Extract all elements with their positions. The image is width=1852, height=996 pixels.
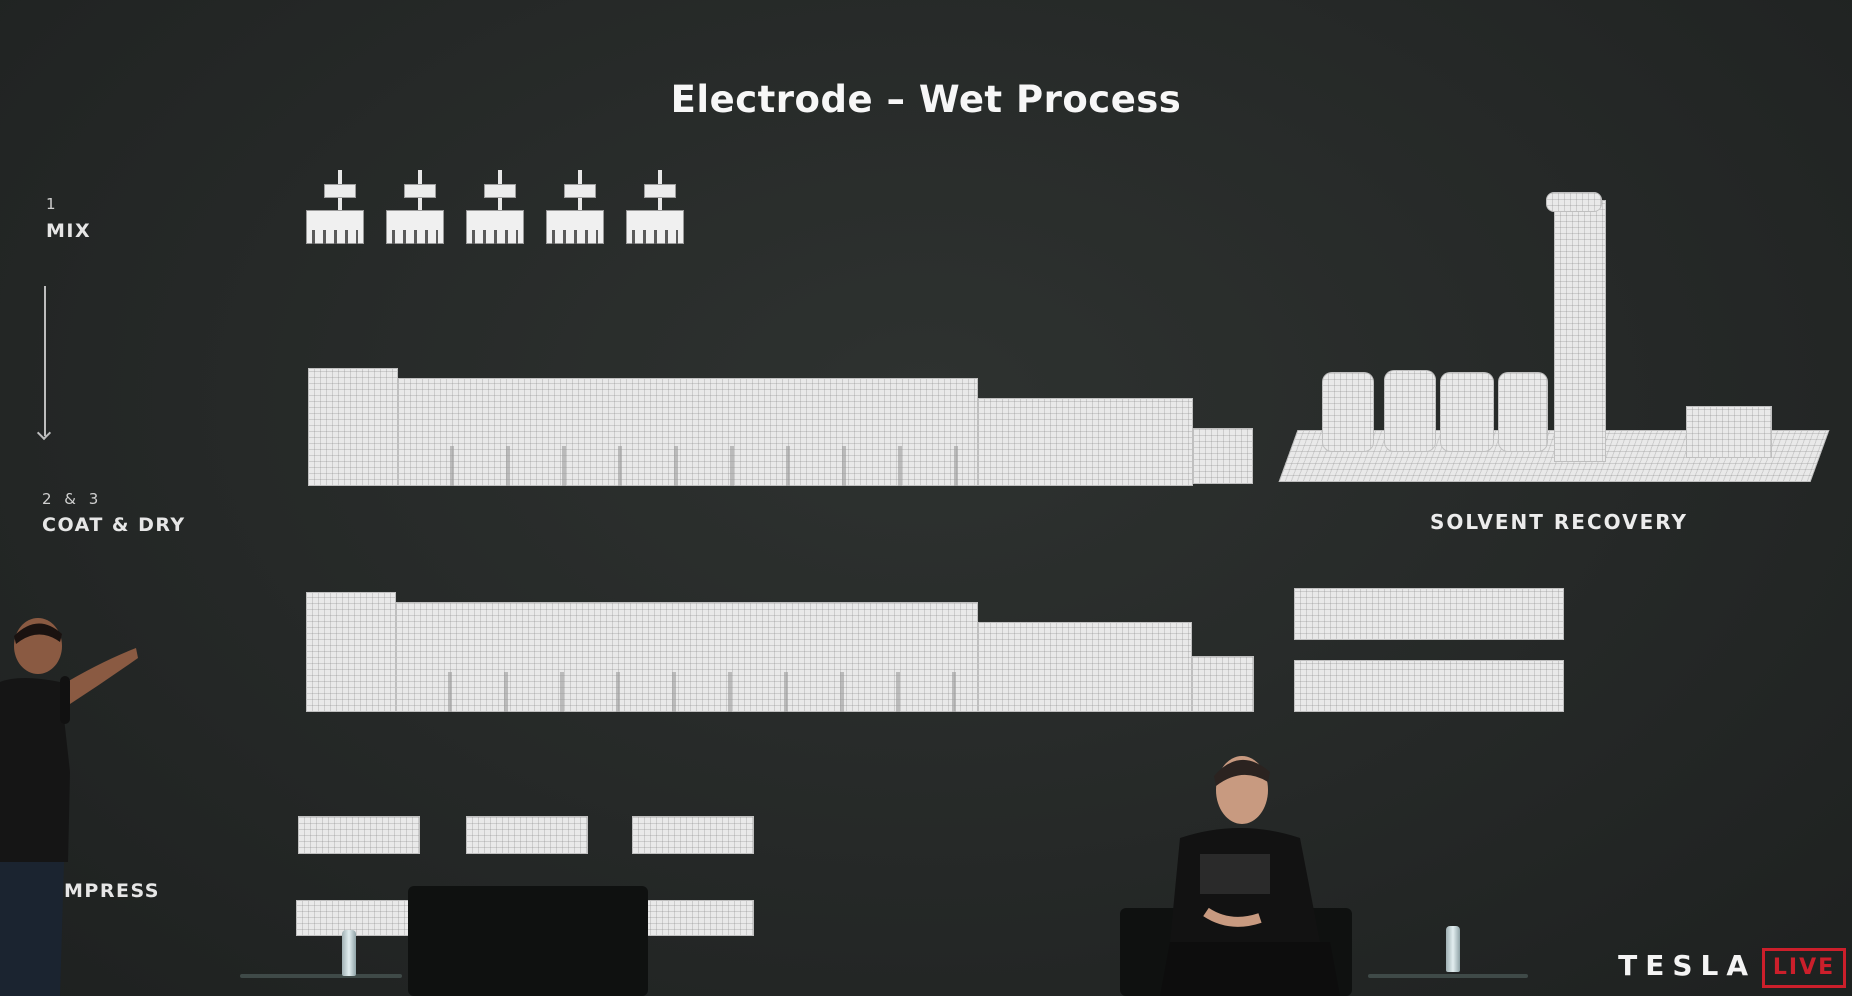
distillation-tower bbox=[1554, 200, 1606, 462]
mixer-machine bbox=[546, 170, 604, 264]
mixer-machine bbox=[386, 170, 444, 264]
storage-tank bbox=[1498, 372, 1548, 452]
mixer-machine bbox=[466, 170, 524, 264]
solvent-recovery-label: SOLVENT RECOVERY bbox=[1430, 510, 1689, 534]
step-2-3-number: 2 & 3 bbox=[42, 490, 103, 508]
tower-top bbox=[1546, 192, 1602, 212]
calender-machine bbox=[296, 900, 414, 936]
flow-arrow-icon bbox=[44, 286, 46, 436]
coater-body bbox=[396, 602, 978, 712]
calender-machine bbox=[298, 816, 420, 854]
dryer-end bbox=[1192, 656, 1254, 712]
calender-machine bbox=[632, 816, 754, 854]
live-badge: LIVE bbox=[1762, 948, 1846, 988]
side-table bbox=[240, 974, 402, 978]
coater-section bbox=[308, 368, 398, 486]
step-1-number: 1 bbox=[46, 195, 60, 213]
step-2-3-label: COAT & DRY bbox=[42, 514, 186, 536]
mixer-machine bbox=[626, 170, 684, 264]
tesla-logo: TESLA bbox=[1618, 949, 1756, 982]
dryer-end bbox=[1193, 428, 1253, 484]
storage-tank bbox=[1322, 372, 1374, 452]
step-compress-label: MPRESS bbox=[64, 880, 160, 902]
coater-body bbox=[398, 378, 978, 486]
storage-tank bbox=[1440, 372, 1494, 452]
calender-machine bbox=[466, 816, 588, 854]
calender-machine bbox=[1294, 588, 1564, 640]
storage-tank bbox=[1384, 370, 1436, 452]
slide-title: Electrode – Wet Process bbox=[670, 78, 1182, 121]
step-1-label: MIX bbox=[46, 220, 92, 242]
dryer-section bbox=[978, 622, 1192, 712]
calender-machine bbox=[1294, 660, 1564, 712]
recovery-unit bbox=[1686, 406, 1772, 458]
coater-section bbox=[306, 592, 396, 712]
calender-machine bbox=[638, 900, 754, 936]
water-bottle bbox=[1446, 926, 1460, 972]
seated-person-figure bbox=[1160, 756, 1340, 996]
presenter-figure bbox=[0, 618, 138, 996]
dryer-section bbox=[978, 398, 1193, 486]
stage-chair bbox=[408, 886, 648, 996]
side-table bbox=[1368, 974, 1528, 978]
mixer-machine bbox=[306, 170, 364, 264]
water-bottle bbox=[342, 930, 356, 976]
